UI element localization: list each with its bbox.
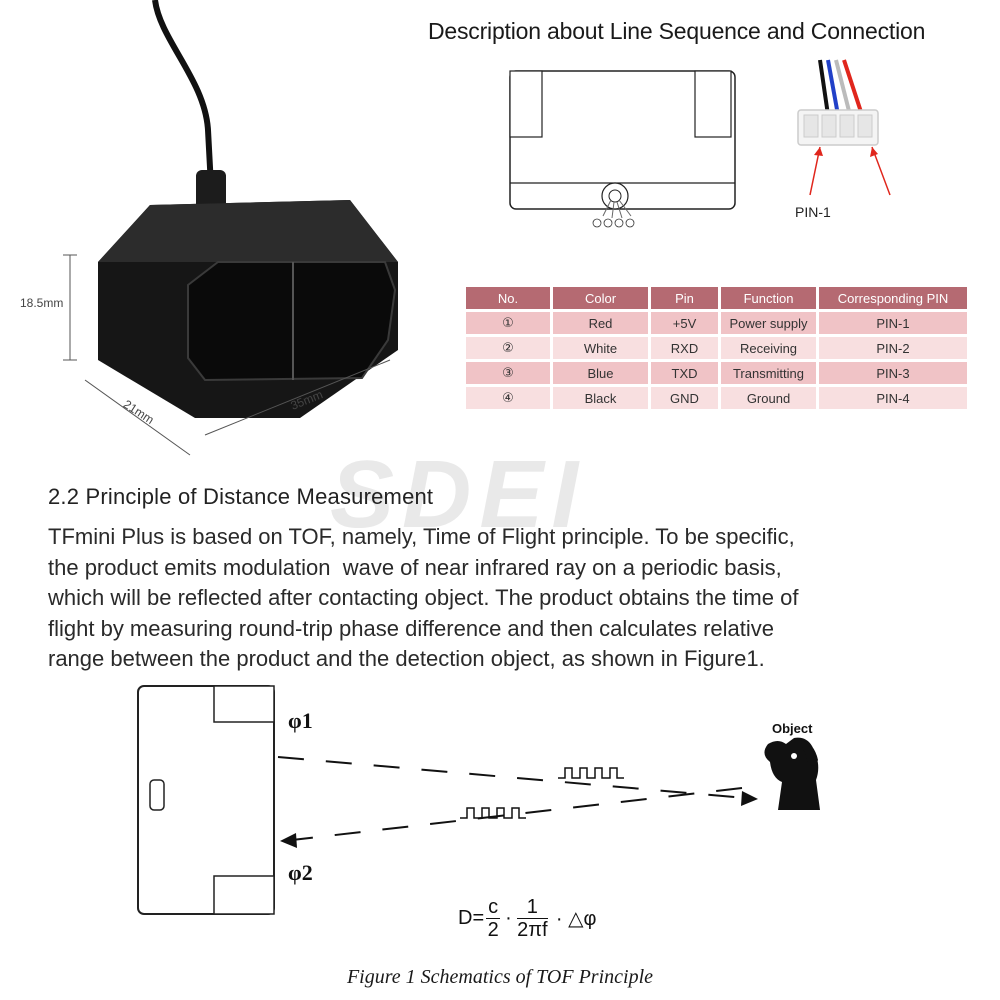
pin1-label: PIN-1 [795, 204, 831, 220]
cell-corresponding-pin: PIN-3 [819, 362, 967, 384]
cell-no: ③ [466, 362, 550, 384]
paragraph-line: which will be reflected after contacting… [48, 585, 799, 610]
cell-no: ② [466, 337, 550, 359]
distance-formula: D= c 2 · 1 2πf · △φ [458, 893, 597, 943]
formula-c-over-2: c 2 [486, 895, 501, 941]
header-color: Color [553, 287, 648, 309]
formula-two: 2 [487, 918, 499, 941]
cell-color: White [553, 337, 648, 359]
table-row: ④ Black GND Ground PIN-4 [466, 387, 967, 409]
formula-c: c [486, 895, 501, 919]
sensor-product-illustration [63, 0, 398, 456]
section-heading: 2.2 Principle of Distance Measurement [48, 484, 434, 509]
dog-icon [764, 737, 820, 810]
header-pin: Pin [651, 287, 718, 309]
paragraph-line: the product emits modulation wave of nea… [48, 554, 782, 580]
cell-pin: RXD [651, 337, 718, 359]
section-paragraph: TFmini Plus is based on TOF, namely, Tim… [48, 522, 968, 675]
paragraph-line: flight by measuring round-trip phase dif… [48, 615, 775, 641]
cell-function: Transmitting [721, 362, 816, 384]
object-label: Object [772, 721, 813, 736]
watermark-logo: SDEI [330, 441, 587, 548]
cell-no: ① [466, 312, 550, 334]
header-corresponding-pin: Corresponding PIN [819, 287, 967, 309]
formula-one: 1 [516, 896, 548, 919]
paragraph-line: range between the product and the detect… [48, 646, 765, 671]
connector-illustration [797, 59, 891, 196]
paragraph-line: TFmini Plus is based on TOF, namely, Tim… [48, 524, 795, 549]
connection-title: Description about Line Sequence and Conn… [428, 18, 926, 44]
phi1-label: φ1 [288, 708, 313, 733]
table-row: ② White RXD Receiving PIN-2 [466, 337, 967, 359]
cell-color: Blue [553, 362, 648, 384]
cell-function: Receiving [721, 337, 816, 359]
cell-pin: GND [651, 387, 718, 409]
cell-function: Ground [721, 387, 816, 409]
figure-caption: Figure 1 Schematics of TOF Principle [346, 966, 654, 988]
cell-corresponding-pin: PIN-4 [819, 387, 967, 409]
cell-color: Black [553, 387, 648, 409]
table-row: ① Red +5V Power supply PIN-1 [466, 312, 967, 334]
sensor-back-diagram [509, 70, 736, 228]
tof-schematic [137, 685, 820, 915]
header-no: No. [466, 287, 550, 309]
pin-table-header: No. Color Pin Function Corresponding PIN [466, 287, 967, 309]
formula-2pif: 2πf [517, 918, 548, 941]
cell-pin: +5V [651, 312, 718, 334]
height-dimension-label: 18.5mm [20, 296, 64, 310]
cell-function: Power supply [721, 312, 816, 334]
cell-corresponding-pin: PIN-1 [819, 312, 967, 334]
cell-pin: TXD [651, 362, 718, 384]
formula-one-over-2pif: 1 2πf [516, 896, 548, 941]
cell-corresponding-pin: PIN-2 [819, 337, 967, 359]
pin-table: No. Color Pin Function Corresponding PIN… [463, 284, 970, 412]
phi2-label: φ2 [288, 860, 313, 885]
cell-no: ④ [466, 387, 550, 409]
formula-delta-phi: · △φ [555, 907, 597, 930]
cell-color: Red [553, 312, 648, 334]
header-function: Function [721, 287, 816, 309]
table-row: ③ Blue TXD Transmitting PIN-3 [466, 362, 967, 384]
formula-dot: · [505, 906, 512, 929]
formula-d: D= [458, 906, 485, 929]
